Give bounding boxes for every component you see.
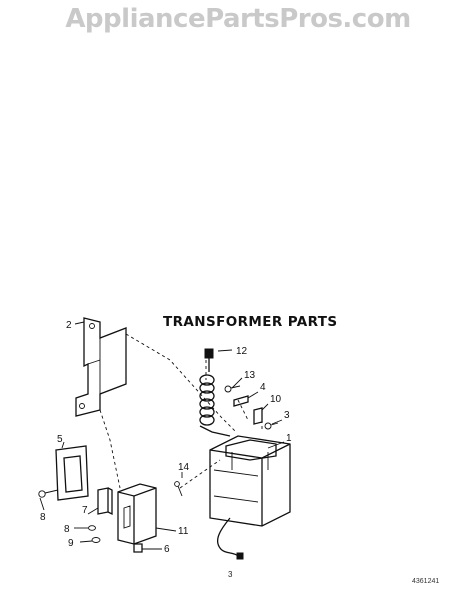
callout-4: 4 — [260, 382, 266, 393]
callout-8: 8 — [40, 512, 46, 523]
nut-6 — [133, 543, 143, 553]
clip-4 — [233, 395, 249, 407]
callout-13: 13 — [244, 370, 256, 381]
screw-14 — [174, 481, 183, 497]
washer-8b — [88, 525, 96, 531]
page-number: 3 — [228, 570, 233, 579]
callout-11: 11 — [178, 526, 189, 537]
insulator-7 — [97, 487, 113, 516]
callout-5: 5 — [57, 434, 63, 445]
callout-labels: 2 12 13 4 10 3 1 5 14 7 8 8 11 9 6 — [40, 320, 292, 555]
callout-8b: 8 — [64, 524, 70, 535]
screw-8 — [38, 489, 59, 498]
leader-lines — [39, 321, 285, 550]
plate-5 — [55, 445, 89, 501]
mounting-bracket — [75, 317, 127, 417]
wire-harness — [199, 348, 231, 437]
callout-6: 6 — [164, 544, 170, 555]
callout-14: 14 — [178, 462, 190, 473]
callout-9: 9 — [68, 538, 74, 549]
callout-10: 10 — [270, 394, 282, 405]
callout-12: 12 — [236, 346, 248, 357]
washer-9 — [91, 537, 101, 543]
callout-2: 2 — [66, 320, 72, 331]
document-number: 4361241 — [412, 578, 440, 585]
screw-3 — [264, 422, 279, 430]
transformer — [209, 435, 291, 560]
callout-1: 1 — [286, 433, 292, 444]
watermark: AppliancePartsPros.com — [65, 4, 411, 34]
callout-3: 3 — [284, 410, 290, 421]
callout-7: 7 — [82, 505, 88, 516]
clip-10 — [253, 407, 263, 425]
box-11 — [117, 483, 157, 545]
diagram-title: TRANSFORMER PARTS — [163, 314, 338, 330]
